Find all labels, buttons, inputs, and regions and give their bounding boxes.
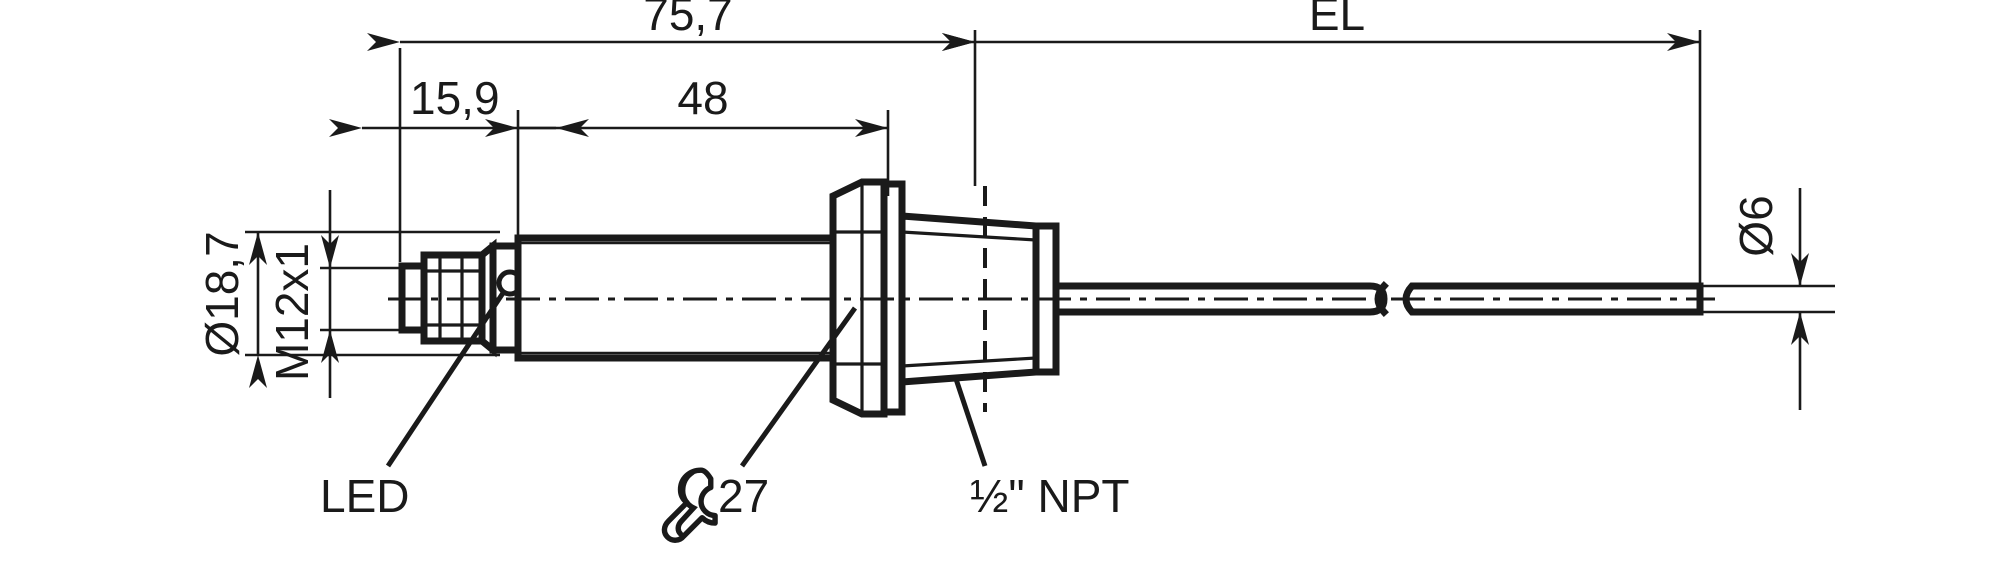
callout-wrench: 27 <box>661 306 858 543</box>
right-dimensions: Ø6 <box>1690 188 1835 410</box>
dimension-thread: M12x1 <box>266 190 339 398</box>
dimension-body: 48 <box>485 72 888 137</box>
left-dimensions: Ø18,7 M12x1 <box>196 190 500 398</box>
callout-npt-label: ½" NPT <box>970 470 1129 522</box>
dimension-cable-length-label: EL <box>1309 0 1365 40</box>
dimension-thread-label: M12x1 <box>266 243 318 381</box>
callouts: LED 27 ½" NPT <box>320 288 1129 543</box>
callout-led-label: LED <box>320 470 409 522</box>
dimension-overall-label: 75,7 <box>643 0 733 40</box>
leader-line-led <box>385 288 508 468</box>
dimension-cable-dia-label: Ø6 <box>1730 195 1782 256</box>
dimension-front-label: 15,9 <box>410 72 500 124</box>
dimension-housing-dia: Ø18,7 <box>196 231 267 388</box>
callout-led: LED <box>320 288 508 522</box>
dimension-cable-dia: Ø6 <box>1730 188 1809 410</box>
dimension-cable-length: EL <box>942 0 1700 51</box>
leader-line-wrench <box>739 306 858 468</box>
callout-wrench-label: 27 <box>718 470 769 522</box>
wrench-icon <box>661 467 718 543</box>
dimension-body-label: 48 <box>677 72 728 124</box>
leader-line-npt <box>952 375 988 467</box>
top-dimensions: 75,7 EL 15,9 48 <box>329 0 1702 290</box>
dimension-overall: 75,7 <box>367 0 975 51</box>
callout-npt: ½" NPT <box>952 375 1129 522</box>
sensor-geometry <box>388 178 1715 418</box>
dimension-housing-dia-label: Ø18,7 <box>196 231 248 356</box>
